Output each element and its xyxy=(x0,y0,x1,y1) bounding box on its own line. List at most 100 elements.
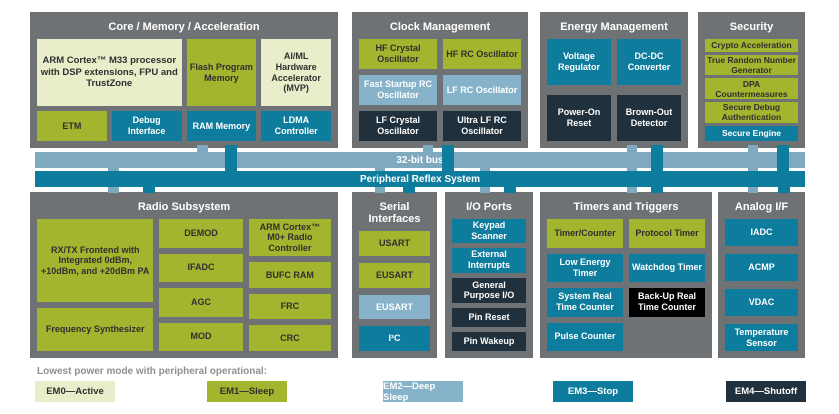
section-title: Security xyxy=(729,21,774,33)
legend-item-em2-deep-sleep: EM2—Deep Sleep xyxy=(383,381,463,403)
prs-connector xyxy=(777,145,789,172)
cell-hf-rc-oscillator: HF RC Oscillator xyxy=(443,39,521,70)
bus-connector xyxy=(748,145,758,153)
section-timers-and-triggers: Timers and Triggers Timer/Counter Protoc… xyxy=(540,192,712,358)
bus-prs-label: Peripheral Reflex System xyxy=(359,173,481,185)
cell-secure-debug-authentication: Secure Debug Authentication xyxy=(705,102,798,123)
section-title: Energy Management xyxy=(560,21,668,33)
prs-connector xyxy=(143,186,155,193)
cell-agc: AGC xyxy=(159,288,243,317)
cell-hf-crystal-oscillator: HF Crystal Oscillator xyxy=(359,39,437,70)
cell-vdac: VDAC xyxy=(725,289,798,317)
cell-dcdc-converter: DC-DC Converter xyxy=(617,39,681,86)
cell-dpa-countermeasures: DPA Countermeasures xyxy=(705,78,798,100)
cell-eusart-1: EUSART xyxy=(359,262,430,288)
cell-crc: CRC xyxy=(248,325,331,351)
timers-grid: Timer/Counter Protocol Timer Low Energy … xyxy=(547,219,705,351)
legend-item-em0-active: EM0—Active xyxy=(35,381,115,402)
cell-voltage-regulator: Voltage Regulator xyxy=(547,39,611,86)
security-stack: Crypto Acceleration True Random Number G… xyxy=(705,39,798,141)
cell-flash-program-memory: Flash Program Memory xyxy=(186,39,257,106)
cell-pulse-counter: Pulse Counter xyxy=(547,322,623,351)
section-title: Core / Memory / Acceleration xyxy=(108,21,260,33)
cell-debug-interface: Debug Interface xyxy=(111,111,182,141)
prs-connector xyxy=(778,186,790,193)
section-title: Radio Subsystem xyxy=(137,201,231,213)
cell-ultra-lf-rc-oscillator: Ultra LF RC Oscillator xyxy=(443,111,521,141)
bus-32bit-label: 32-bit bus xyxy=(396,154,444,166)
cell-backup-real-time-counter: Back-Up Real Time Counter xyxy=(629,288,705,317)
cell-lf-rc-oscillator: LF RC Oscillator xyxy=(443,75,521,106)
cell-frc: FRC xyxy=(248,293,331,320)
cell-mod: MOD xyxy=(159,322,243,352)
serial-stack: USART EUSART EUSART I²C xyxy=(359,231,430,351)
section-security: Security Crypto Acceleration True Random… xyxy=(698,12,805,148)
cell-general-purpose-io: General Purpose I/O xyxy=(452,277,526,303)
cell-fast-startup-rc-oscillator: Fast Startup RC Oscillator xyxy=(359,75,437,106)
prs-connector xyxy=(442,145,454,172)
cell-low-energy-timer: Low Energy Timer xyxy=(547,253,623,283)
cell-ifadc: IFADC xyxy=(159,253,243,283)
legend-item-em3-stop: EM3—Stop xyxy=(553,381,633,402)
cell-lf-crystal-oscillator: LF Crystal Oscillator xyxy=(359,111,437,141)
prs-connector xyxy=(651,145,663,172)
cell-pin-reset: Pin Reset xyxy=(452,307,526,327)
radio-column-modem: DEMOD IFADC AGC MOD xyxy=(159,219,243,352)
section-serial-interfaces: Serial Interfaces USART EUSART EUSART I²… xyxy=(352,192,437,358)
cell-aiml-accelerator: AI/ML Hardware Accelerator (MVP) xyxy=(261,39,331,106)
cell-protocol-timer: Protocol Timer xyxy=(629,219,705,248)
cell-system-real-time-counter: System Real Time Counter xyxy=(547,288,623,317)
cell-crypto-acceleration: Crypto Acceleration xyxy=(705,39,798,52)
energy-grid: Voltage Regulator DC-DC Converter Power-… xyxy=(547,39,681,141)
cell-bufc-ram: BUFC RAM xyxy=(248,262,331,288)
section-title: Clock Management xyxy=(389,21,491,33)
section-analog-if: Analog I/F IADC ACMP VDAC Temperature Se… xyxy=(718,192,805,358)
prs-connector xyxy=(651,186,663,193)
cell-eusart-2: EUSART xyxy=(359,294,430,320)
section-energy-management: Energy Management Voltage Regulator DC-D… xyxy=(540,12,688,148)
cell-ldma-controller: LDMA Controller xyxy=(261,111,331,141)
cell-temperature-sensor: Temperature Sensor xyxy=(725,324,798,352)
core-grid: ARM Cortex™ M33 processor with DSP exten… xyxy=(37,39,331,141)
section-core-memory-acceleration: Core / Memory / Acceleration ARM Cortex™… xyxy=(30,12,338,148)
legend-item-em4-shutoff: EM4—Shutoff xyxy=(726,381,806,402)
cell-external-interrupts: External Interrupts xyxy=(452,247,526,273)
cell-arm-cortex-m0-radio-controller: ARM Cortex™ M0+ Radio Controller xyxy=(248,219,331,257)
radio-column-controller: ARM Cortex™ M0+ Radio Controller BUFC RA… xyxy=(248,219,331,351)
cell-watchdog-timer: Watchdog Timer xyxy=(629,253,705,283)
cell-rxtx-frontend: RX/TX Frontend with Integrated 0dBm, +10… xyxy=(37,219,154,303)
cell-usart: USART xyxy=(359,231,430,256)
bus-connector xyxy=(423,145,433,153)
bus-connector xyxy=(197,145,208,153)
cell-etm: ETM xyxy=(37,111,107,141)
legend-title: Lowest power mode with peripheral operat… xyxy=(37,366,268,377)
cell-iadc: IADC xyxy=(725,219,798,247)
cell-i2c: I²C xyxy=(359,326,430,351)
cell-brown-out-detector: Brown-Out Detector xyxy=(617,95,681,141)
section-io-ports: I/O Ports Keypad Scanner External Interr… xyxy=(445,192,533,358)
cell-acmp: ACMP xyxy=(725,254,798,282)
prs-connector xyxy=(225,145,237,172)
cell-secure-engine: Secure Engine xyxy=(705,125,798,141)
section-title: Serial Interfaces xyxy=(368,201,421,226)
cell-frequency-synthesizer: Frequency Synthesizer xyxy=(37,308,154,351)
bus-connector xyxy=(627,145,637,153)
cell-timer-counter: Timer/Counter xyxy=(547,219,623,248)
section-radio-subsystem: Radio Subsystem RX/TX Frontend with Inte… xyxy=(30,192,338,358)
cell-true-random-number-generator: True Random Number Generator xyxy=(705,54,798,76)
cell-ram-memory: RAM Memory xyxy=(186,111,257,141)
legend-item-em1-sleep: EM1—Sleep xyxy=(207,381,287,402)
section-title: I/O Ports xyxy=(466,201,512,213)
bus-32bit: 32-bit bus xyxy=(35,152,805,168)
io-stack: Keypad Scanner External Interrupts Gener… xyxy=(452,219,526,351)
clock-grid: HF Crystal Oscillator HF RC Oscillator F… xyxy=(359,39,521,141)
radio-column-frontend: RX/TX Frontend with Integrated 0dBm, +10… xyxy=(37,219,154,351)
cell-power-on-reset: Power-On Reset xyxy=(547,95,611,141)
section-title: Timers and Triggers xyxy=(573,201,679,213)
bus-peripheral-reflex-system: Peripheral Reflex System xyxy=(35,171,805,187)
cell-demod: DEMOD xyxy=(159,219,243,248)
cell-keypad-scanner: Keypad Scanner xyxy=(452,219,526,243)
cell-pin-wakeup: Pin Wakeup xyxy=(452,331,526,351)
section-clock-management: Clock Management HF Crystal Oscillator H… xyxy=(352,12,528,148)
